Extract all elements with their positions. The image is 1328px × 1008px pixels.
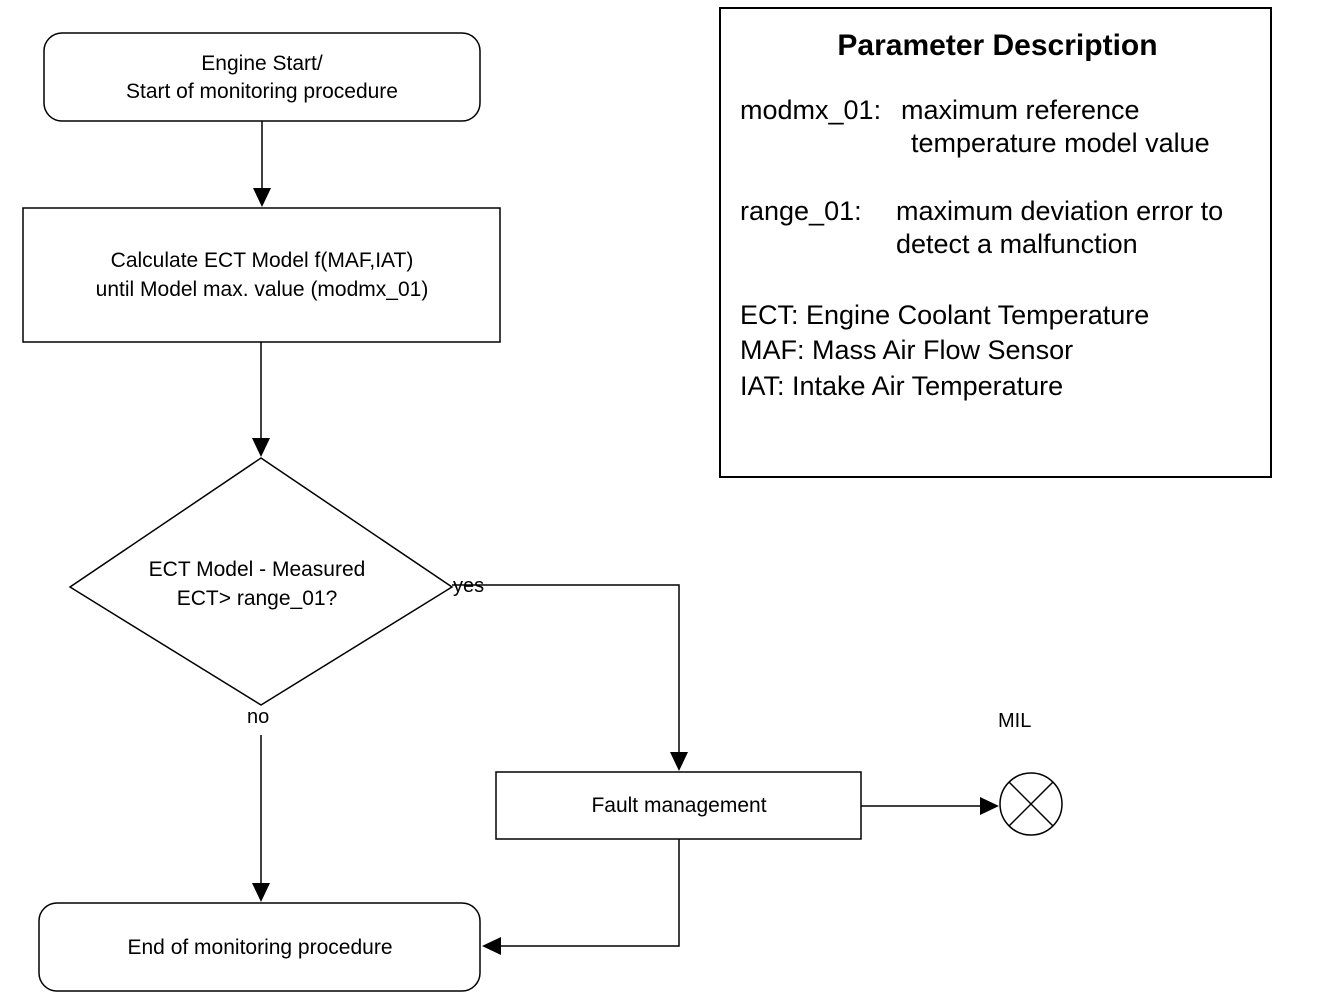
mil-label: MIL bbox=[998, 710, 1031, 732]
arrow-fault-to-mil bbox=[861, 797, 999, 815]
end-node-label: End of monitoring procedure bbox=[128, 936, 393, 959]
range-term: range_01: bbox=[740, 196, 862, 226]
arrow-yes-to-fault bbox=[452, 584, 688, 771]
decision-node: ECT Model - Measured ECT> range_01? bbox=[68, 457, 454, 706]
ect-definition: ECT: Engine Coolant Temperature bbox=[740, 300, 1150, 330]
mil-lamp-icon bbox=[999, 772, 1063, 836]
fault-management-node: Fault management bbox=[495, 771, 862, 840]
decision-node-line2: ECT> range_01? bbox=[177, 587, 338, 610]
iat-definition: IAT: Intake Air Temperature bbox=[740, 371, 1064, 401]
no-label: no bbox=[247, 706, 269, 728]
parameter-description-panel: Parameter Description modmx_01: maximum … bbox=[719, 7, 1272, 478]
start-node: Engine Start/ Start of monitoring proced… bbox=[43, 32, 481, 122]
modmx-term: modmx_01: bbox=[740, 95, 882, 125]
arrow-no-to-end bbox=[252, 735, 270, 902]
modmx-desc-line1: maximum reference bbox=[901, 95, 1140, 125]
end-node: End of monitoring procedure bbox=[38, 902, 481, 992]
calculate-model-node: Calculate ECT Model f(MAF,IAT) until Mod… bbox=[22, 207, 501, 343]
calculate-node-line2: until Model max. value (modmx_01) bbox=[96, 278, 429, 301]
range-desc-line1: maximum deviation error to bbox=[896, 196, 1224, 226]
range-desc-line2: detect a malfunction bbox=[896, 229, 1138, 259]
decision-node-line1: ECT Model - Measured bbox=[149, 558, 366, 581]
arrow-fault-to-end bbox=[482, 839, 680, 955]
fault-management-label: Fault management bbox=[591, 794, 766, 817]
arrow-calculate-to-decision bbox=[252, 342, 270, 457]
maf-definition: MAF: Mass Air Flow Sensor bbox=[740, 335, 1074, 365]
arrow-start-to-calculate bbox=[253, 121, 271, 207]
start-node-line2: Start of monitoring procedure bbox=[126, 80, 398, 103]
start-node-line1: Engine Start/ bbox=[201, 52, 323, 75]
yes-label: yes bbox=[453, 575, 484, 597]
calculate-node-line1: Calculate ECT Model f(MAF,IAT) bbox=[111, 249, 414, 272]
panel-title: Parameter Description bbox=[837, 29, 1158, 62]
modmx-desc-line2: temperature model value bbox=[911, 128, 1210, 158]
